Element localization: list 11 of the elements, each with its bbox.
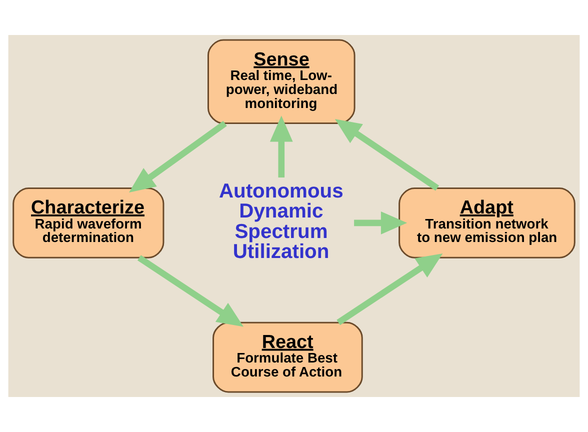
arrow (128, 120, 227, 192)
arrow (270, 116, 293, 178)
arrow (137, 255, 244, 327)
node-text: Autonomous Dynamic Spectrum Utilization (218, 180, 344, 263)
arrow (336, 253, 443, 326)
arrow (354, 212, 408, 234)
node-box: React Formulate Best Course of Action (212, 322, 363, 393)
node-box: Characterize Rapid waveform determination (12, 188, 164, 258)
node-box: Sense Real time, Low-power, wideband monitoring (207, 39, 356, 124)
node-box: Adapt Transition network to new emission plan (398, 188, 576, 258)
arrow (334, 119, 440, 191)
